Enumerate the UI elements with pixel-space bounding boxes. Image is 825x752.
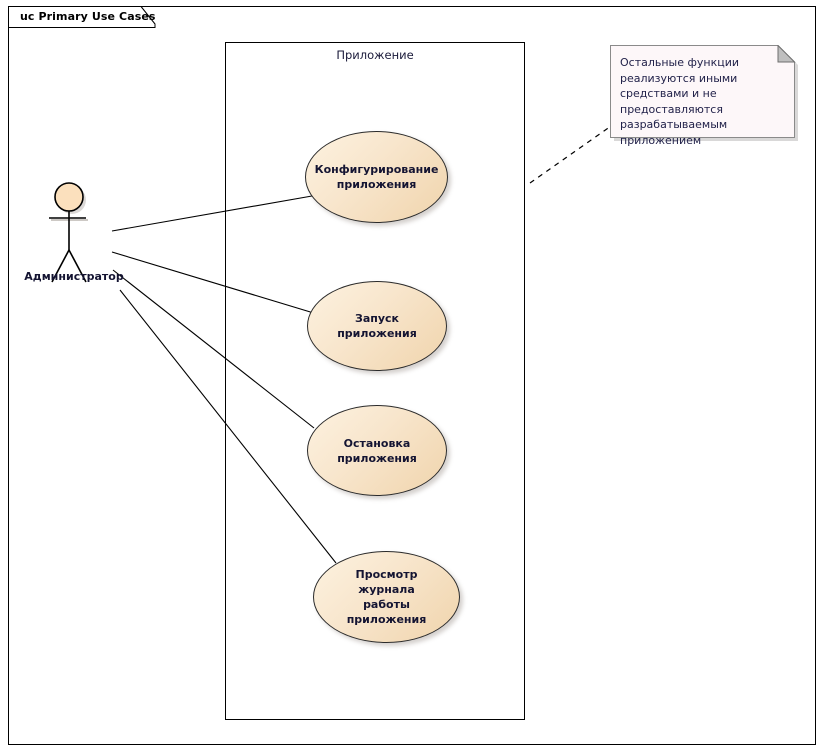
usecase-configure-label: Конфигурирование приложения: [314, 163, 439, 191]
usecase-stop-label: Остановка приложения: [337, 436, 417, 465]
actor-leg-right-icon: [68, 249, 87, 283]
diagram-title-label: uc Primary Use Cases: [20, 10, 156, 23]
usecase-view-log-label: Просмотр журнала работы приложения: [346, 568, 427, 626]
usecase-stop[interactable]: Остановка приложения: [307, 405, 447, 496]
actor-administrator[interactable]: [28, 178, 124, 288]
actor-head-icon: [54, 182, 84, 212]
usecase-view-log[interactable]: Просмотр журнала работы приложения: [313, 551, 460, 643]
note-text: Остальные функции реализуются иными сред…: [620, 56, 740, 147]
note-body: [610, 45, 795, 138]
usecase-start-label: Запуск приложения: [337, 312, 417, 340]
diagram-title-tab: uc Primary Use Cases: [8, 6, 156, 28]
usecase-configure[interactable]: Конфигурирование приложения: [305, 131, 448, 223]
usecase-start[interactable]: Запуск приложения: [307, 281, 447, 371]
actor-leg-left-icon: [51, 249, 70, 283]
note-box[interactable]: [610, 44, 798, 141]
system-boundary-label: Приложение: [336, 48, 414, 62]
note-fold-corner-icon: [777, 44, 796, 63]
actor-label-administrator: Администратор: [24, 270, 124, 283]
